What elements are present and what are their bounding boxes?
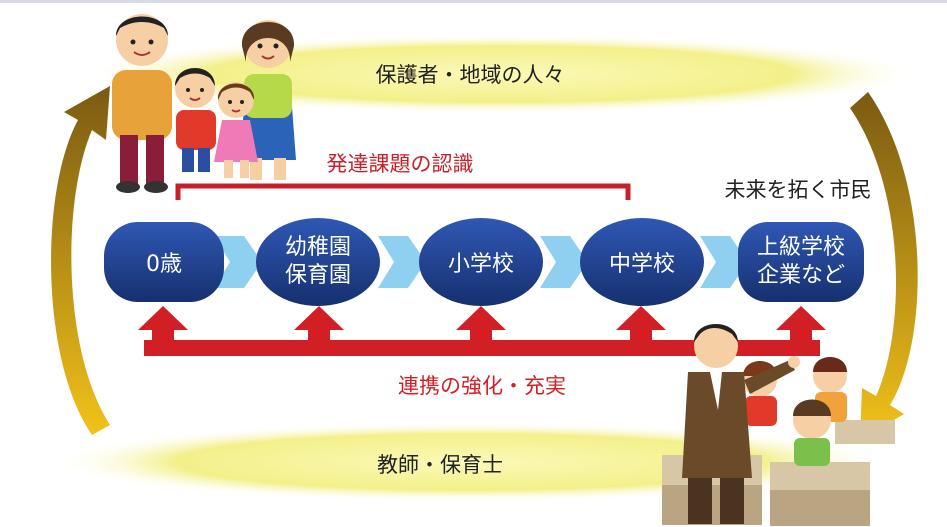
stage-shapes [104,218,864,306]
boy-figure [175,68,216,172]
stage-1-label-line1: 幼稚園 [285,235,351,260]
stage-4-label-line1: 上級学校 [757,235,845,260]
stage-2-label: 小学校 [448,252,514,277]
cycle-arrow-right [850,92,918,440]
top-border-line [0,0,947,3]
chevron-3 [540,236,588,288]
stage-chevrons [214,236,748,288]
top-band-label: 保護者・地域の人々 [376,63,565,87]
stage-1-shape [256,218,380,306]
classroom-illustration [662,324,895,526]
future-label: 未来を拓く市民 [725,178,872,202]
stage-0-shape [104,222,224,302]
teacher-figure [682,324,800,524]
father-figure [112,14,172,193]
stage-3-shape [580,218,704,306]
cycle-arrow-left [51,86,110,435]
cooperation-label: 連携の強化・充実 [398,374,566,398]
stage-2-shape [419,218,543,306]
girl-figure [214,82,258,178]
stage-4-shape [738,222,864,302]
recognition-label: 発達課題の認識 [327,152,474,176]
stage-3-label: 中学校 [609,252,675,277]
bottom-band-label: 教師・保育士 [377,453,503,477]
student-figures [743,357,847,466]
chevron-1 [214,236,262,288]
stage-4-label-line2: 企業など [757,263,845,288]
cooperation-arrows [138,306,826,356]
chevron-4 [700,236,748,288]
stage-1-label-line2: 保育園 [285,263,351,288]
recognition-bracket [175,183,631,200]
chevron-2 [378,236,426,288]
stage-0-label: 0歳 [146,252,182,277]
family-illustration [112,14,296,193]
